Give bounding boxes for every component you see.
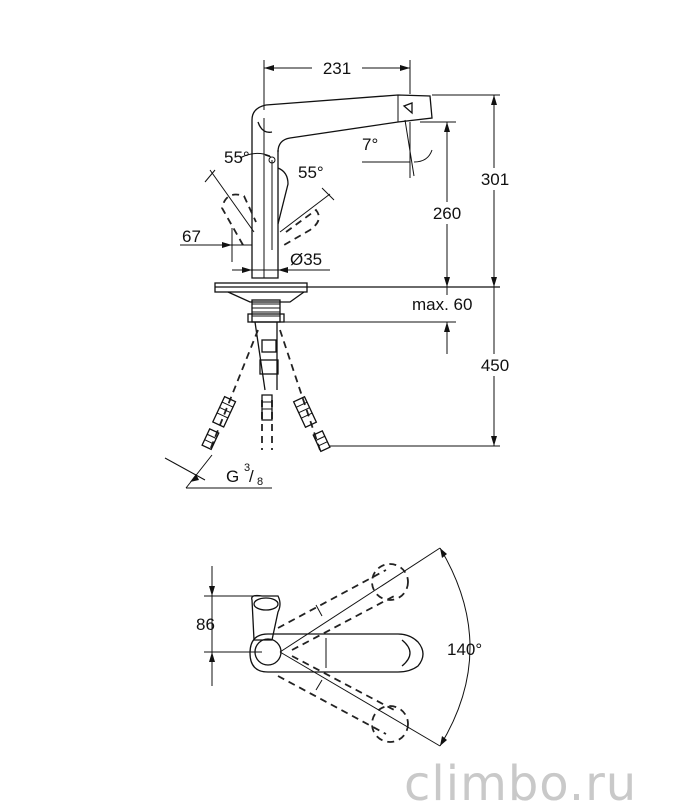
dim-thread-num: 3 xyxy=(244,462,250,474)
watermark: climbo.ru xyxy=(404,756,637,810)
dim-angle-left: 55° xyxy=(224,148,250,167)
lever-handle xyxy=(277,167,289,225)
dim-spout-height: 260 xyxy=(433,204,461,223)
supply-hoses xyxy=(201,329,331,453)
svg-text:/: / xyxy=(249,467,254,486)
faucet-body xyxy=(251,120,279,279)
dim-body-diameter: Ø35 xyxy=(290,250,322,269)
dim-top-width: 231 xyxy=(323,59,351,78)
spout-arm xyxy=(251,94,433,153)
dim-total-height: 301 xyxy=(481,170,509,189)
lever-top-view xyxy=(251,594,281,641)
dim-thread-prefix: G xyxy=(226,467,239,486)
dim-swivel-angle: 140° xyxy=(447,640,482,659)
side-elevation-view: 231 301 260 7° 55° 55° 67 Ø35 xyxy=(164,58,516,489)
dim-thread-den: 8 xyxy=(257,476,263,488)
plan-view: 140° 86 xyxy=(196,547,482,747)
dim-spout-tilt: 7° xyxy=(362,135,378,154)
dim-plan-offset: 86 xyxy=(196,615,215,634)
spout-top-view xyxy=(249,633,424,673)
mounting-shank xyxy=(247,299,285,391)
dim-lever-offset: 67 xyxy=(182,227,201,246)
dim-angle-right: 55° xyxy=(298,163,324,182)
dim-hose-length: 450 xyxy=(481,356,509,375)
dim-max-thickness: max. 60 xyxy=(412,295,472,314)
